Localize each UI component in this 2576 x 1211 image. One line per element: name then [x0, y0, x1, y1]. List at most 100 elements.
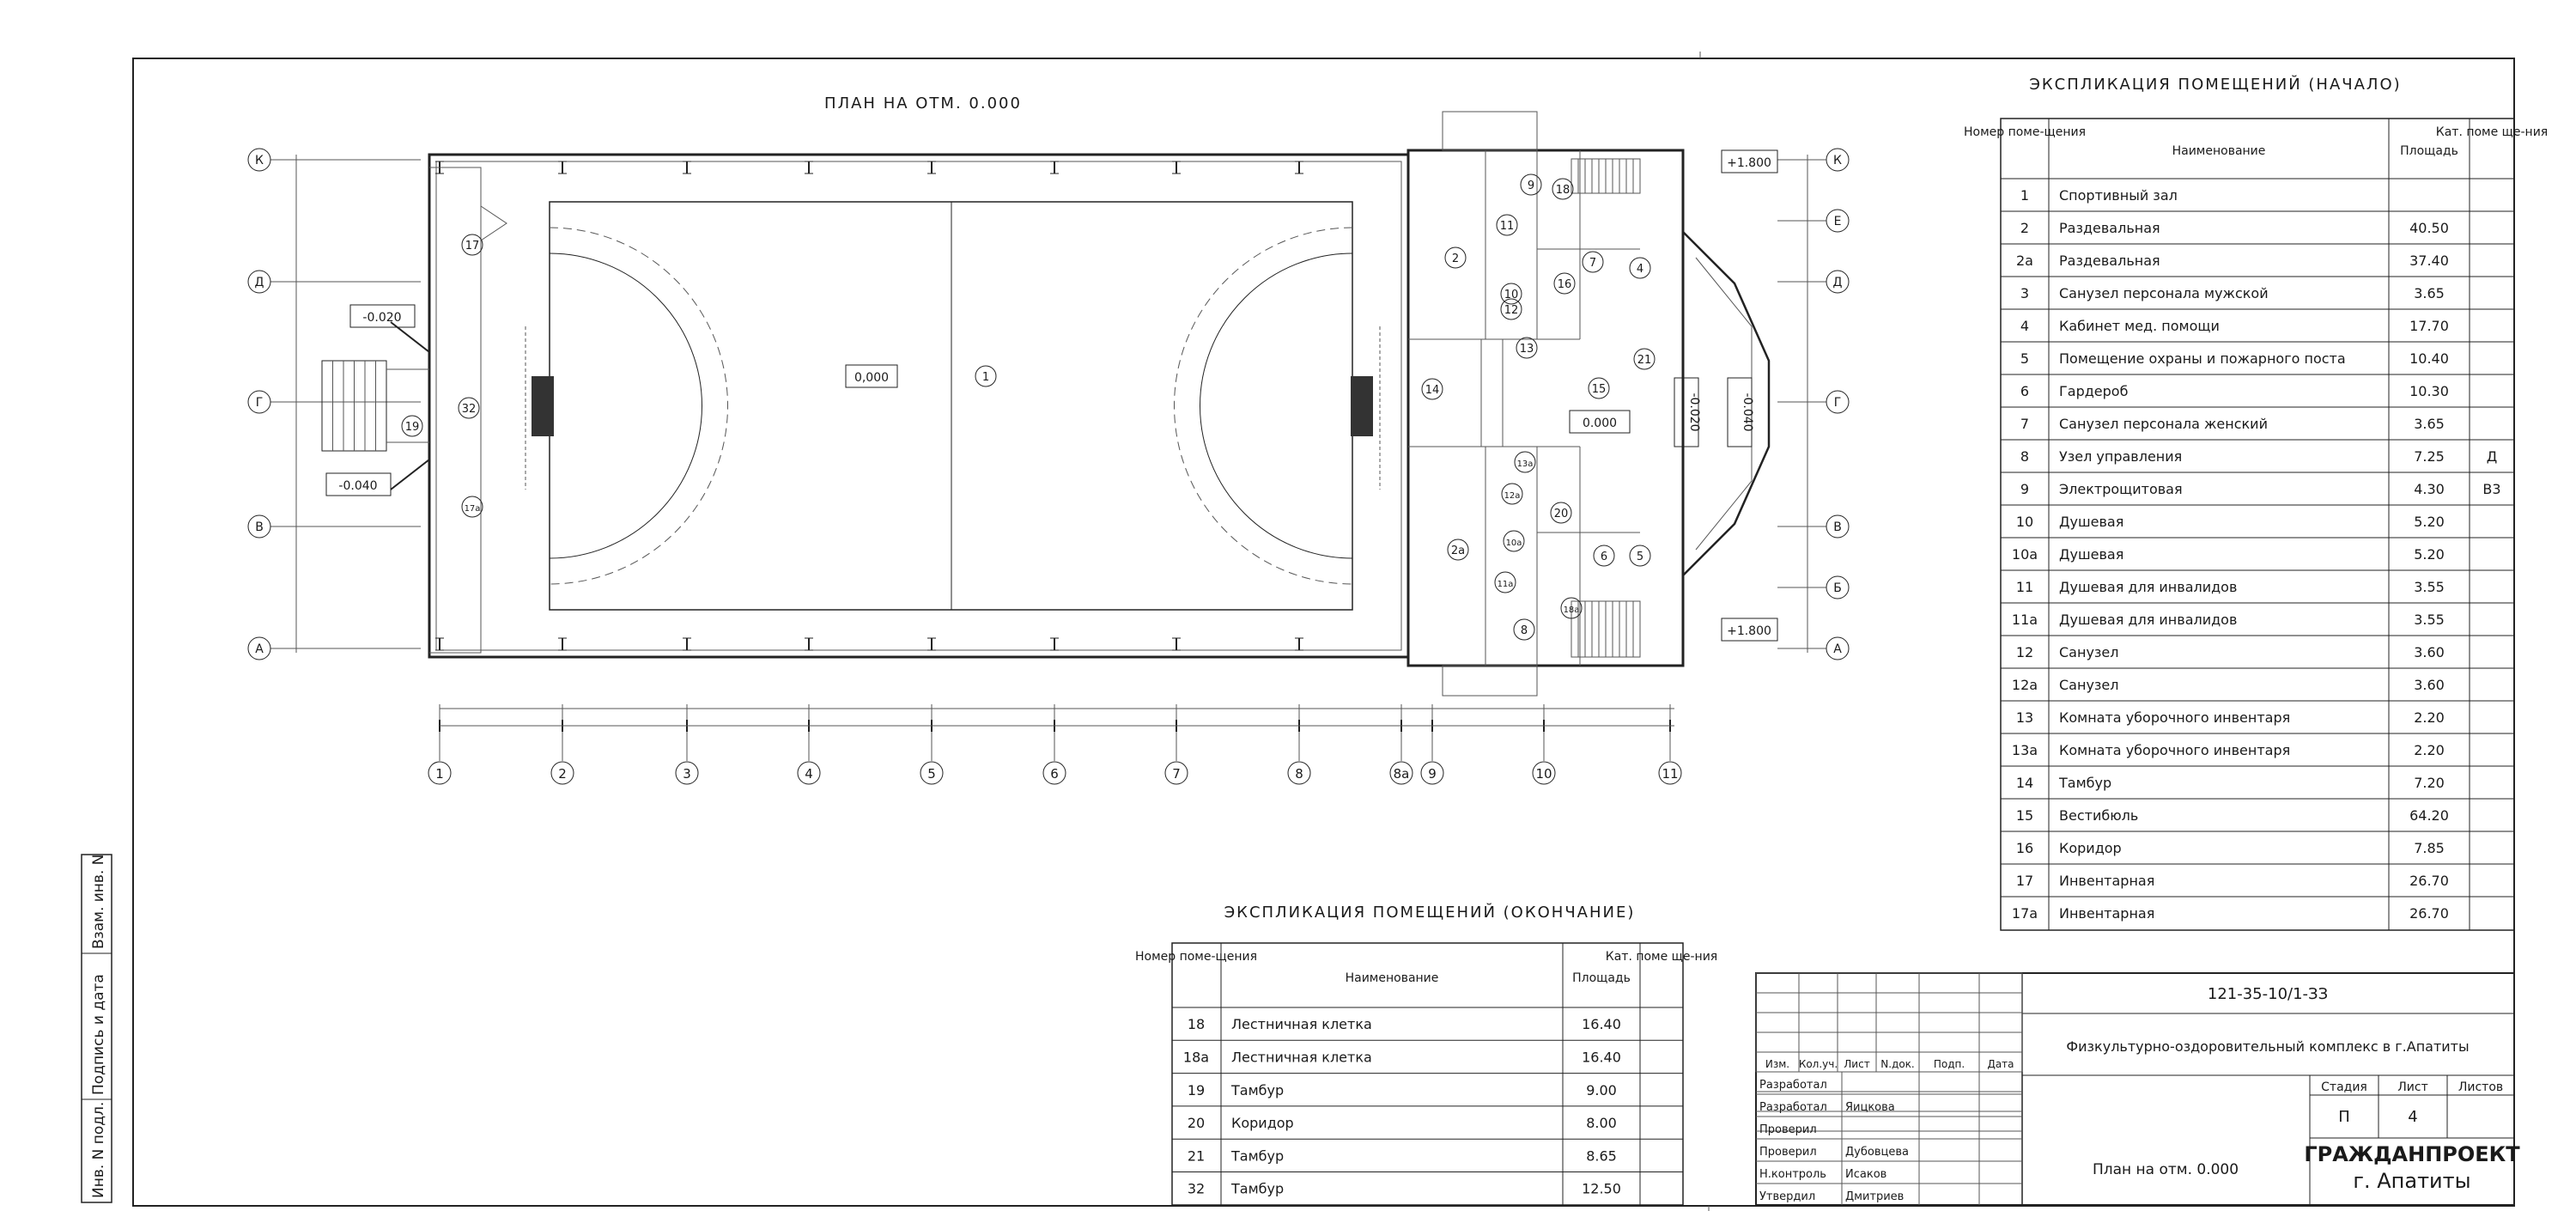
table-cell-category: Д [2487, 448, 2498, 465]
people-role: Проверил [1759, 1146, 1817, 1159]
room-tag-label: 10а [1506, 539, 1522, 548]
goal-right [1351, 376, 1373, 436]
room-tag-label: 18а [1564, 606, 1580, 615]
room-tag-label: 16 [1558, 278, 1572, 291]
level-box-lobby [1569, 410, 1631, 434]
table-cell-area: 10.40 [2409, 350, 2449, 367]
room-tag-label: 12 [1504, 304, 1519, 317]
table-cell-name: Санузел персонала мужской [2059, 285, 2269, 301]
axis-bubble-col [428, 761, 452, 785]
axis-bubble-row-left [247, 390, 271, 414]
table-cell-number: 10а [2012, 546, 2038, 563]
annex-left-partition [480, 205, 507, 241]
table-cell-area: 10.30 [2409, 383, 2449, 399]
people-role: Н.контроль [1759, 1168, 1826, 1181]
table-cell-number: 12 [2016, 644, 2033, 660]
room-tag-label: 11а [1498, 580, 1514, 589]
axis-bubble-row-right [1826, 148, 1850, 172]
stamp-inv-original: Инв. N подл. [90, 1102, 107, 1198]
axis-label-row-right: А [1833, 642, 1842, 656]
table-cell-area: 12.50 [1582, 1181, 1621, 1197]
people-name: Дмитриев [1845, 1190, 1904, 1203]
axis-bubble-row-left [247, 636, 271, 660]
table-cell-name: Душевая [2059, 546, 2123, 563]
room-tag-circle [1629, 257, 1651, 279]
level-box-left-upper [349, 304, 416, 328]
table-cell-name: Помещение охраны и пожарного поста [2059, 350, 2346, 367]
change-header: Изм. [1765, 1058, 1789, 1070]
axis-bubble-col [797, 761, 821, 785]
table-cell-number: 12а [2012, 677, 2038, 693]
room-tag-circle [1516, 337, 1538, 359]
table-cell-number: 13а [2012, 742, 2038, 758]
room-tag-circle [975, 365, 997, 387]
axis-bubble-col [675, 761, 699, 785]
axis-label-col: 8а [1394, 766, 1410, 782]
axis-label-col: 10 [1535, 766, 1552, 782]
room-tag-label: 1 [982, 371, 989, 384]
stamp-signature-date: Подпись и дата [90, 974, 107, 1095]
room-tag-circle [1629, 545, 1651, 567]
plan-title: ПЛАН НА ОТМ. 0.000 [824, 94, 1022, 113]
table-cell-number: 1 [2020, 187, 2029, 204]
table-cell-name: Коридор [1231, 1115, 1294, 1131]
axis-bubble-row-right [1826, 270, 1850, 294]
table-cell-area: 7.85 [2414, 840, 2445, 856]
table-cell-number: 10 [2016, 514, 2033, 530]
title-block-sheet-name: План на отм. 0.000 [2093, 1161, 2239, 1178]
table-end-header-category: Кат. поме ще-ния [1606, 950, 1717, 964]
level-left-lower: -0.040 [338, 479, 377, 493]
axis-bubble-row-right [1826, 575, 1850, 599]
room-tag-label: 7 [1589, 257, 1596, 270]
axis-bubble-col [1164, 761, 1188, 785]
table-cell-name: Коридор [2059, 840, 2122, 856]
court-goal-area-left [549, 253, 702, 559]
table-cell-name: Инвентарная [2059, 905, 2154, 922]
axis-label-col: 7 [1172, 766, 1181, 782]
title-block: 121-35-10/1-ЗЗ Физкультурно-оздоровитель… [1755, 972, 2520, 1206]
room-tag-label: 11 [1500, 220, 1515, 233]
table-cell-area: 2.20 [2414, 709, 2445, 726]
room-tag-label: 14 [1425, 384, 1440, 397]
table-start-header-name: Наименование [2172, 144, 2266, 158]
room-tag-label: 10 [1504, 289, 1519, 301]
room-tag-label: 32 [462, 403, 477, 416]
room-tag-circle [1496, 214, 1518, 236]
room-tag-label: 8 [1521, 624, 1528, 637]
table-cell-number: 18 [1188, 1016, 1205, 1032]
stamp-replace-inv: Взам. инв. N [90, 855, 107, 949]
table-cell-area: 7.20 [2414, 775, 2445, 791]
table-cell-category: В3 [2482, 481, 2500, 497]
table-end-title: ЭКСПЛИКАЦИЯ ПОМЕЩЕНИЙ (ОКОНЧАНИЕ) [1224, 903, 1636, 922]
lobby-bay-wall [1682, 231, 1771, 576]
vestibule-14 [1480, 338, 1504, 447]
axis-bubble-col [920, 761, 944, 785]
table-end-header-name: Наименование [1346, 971, 1439, 985]
change-header: N.док. [1880, 1058, 1915, 1070]
change-header: Кол.уч. [1799, 1058, 1838, 1070]
table-start-header-area: Площадь [2400, 144, 2458, 158]
axis-label-row-left: К [255, 154, 264, 167]
table-cell-area: 26.70 [2409, 873, 2449, 889]
table-cell-area: 3.55 [2414, 612, 2445, 628]
axis-label-row-left: Г [256, 396, 264, 410]
table-cell-name: Тамбур [1230, 1082, 1284, 1098]
axis-bubble-row-left [247, 514, 271, 539]
change-header: Дата [1987, 1058, 2014, 1070]
room-tag-circle [461, 496, 483, 518]
room-tag-circle [1514, 451, 1536, 473]
axis-label-row-left: Д [255, 276, 264, 289]
table-cell-name: Раздевальная [2059, 253, 2160, 269]
table-cell-number: 15 [2016, 807, 2033, 824]
court-free-throw-left [549, 227, 728, 585]
table-cell-area: 3.65 [2414, 285, 2445, 301]
table-cell-number: 4 [2020, 318, 2029, 334]
level-right-b: -0.040 [1741, 393, 1754, 431]
table-cell-name: Спортивный зал [2059, 187, 2178, 204]
hall-outer-wall [428, 153, 1410, 659]
people-role: Разработал [1759, 1079, 1827, 1092]
table-start-title: ЭКСПЛИКАЦИЯ ПОМЕЩЕНИЙ (НАЧАЛО) [2029, 75, 2401, 94]
table-cell-number: 19 [1188, 1082, 1205, 1098]
